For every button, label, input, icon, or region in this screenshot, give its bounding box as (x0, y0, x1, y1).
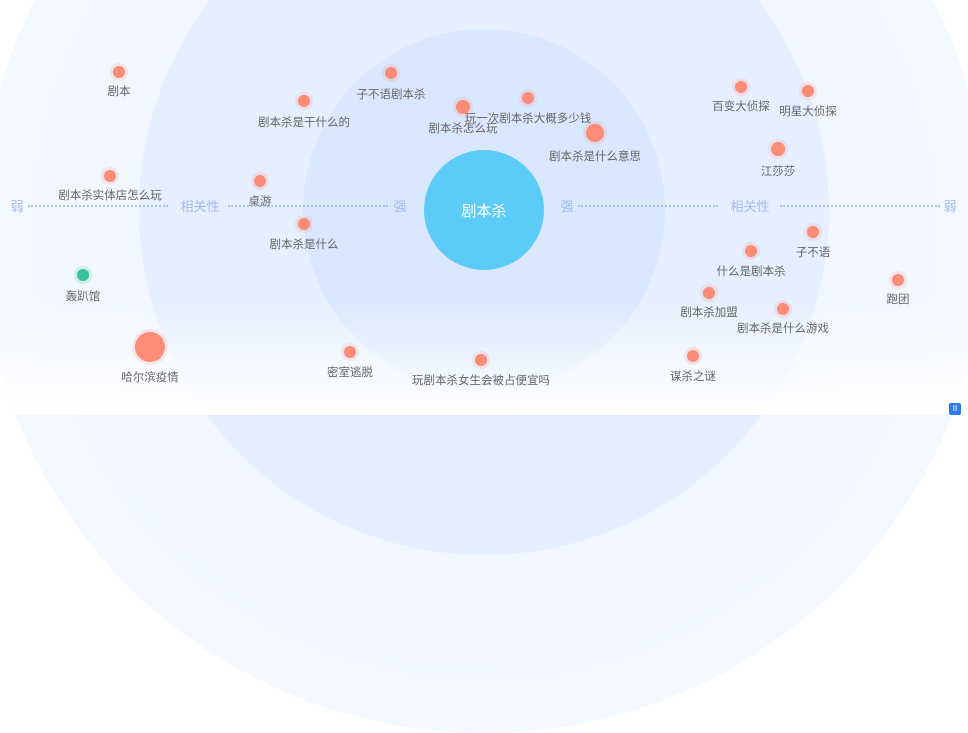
axis-line (780, 205, 940, 207)
keyword-node-dot[interactable] (777, 303, 789, 315)
keyword-node-dot[interactable] (77, 269, 89, 281)
keyword-node-dot[interactable] (344, 346, 356, 358)
keyword-node-label[interactable]: 剧本 (107, 84, 131, 98)
keyword-node-dot[interactable] (113, 66, 125, 78)
axis-label-strong-left: 强 (393, 200, 407, 215)
keyword-node-label[interactable]: 江莎莎 (760, 164, 796, 178)
keyword-node-label[interactable]: 剧本杀是什么游戏 (737, 321, 829, 335)
keyword-node-dot[interactable] (254, 175, 266, 187)
axis-label-weak-left: 弱 (10, 200, 24, 215)
keyword-node-label[interactable]: 剧本杀是什么意思 (549, 149, 641, 163)
keyword-node-label[interactable]: 剧本杀实体店怎么玩 (58, 188, 162, 202)
keyword-node-dot[interactable] (892, 274, 904, 286)
keyword-node-dot[interactable] (687, 350, 699, 362)
keyword-node-dot[interactable] (135, 332, 165, 362)
keyword-node-dot[interactable] (298, 95, 310, 107)
keyword-node-dot[interactable] (735, 81, 747, 93)
keyword-node-label[interactable]: 子不语剧本杀 (356, 87, 426, 101)
axis-label-strong-right: 强 (560, 200, 574, 215)
keyword-node-dot[interactable] (703, 287, 715, 299)
keyword-node-label[interactable]: 哈尔滨疫情 (121, 370, 179, 384)
keyword-node-label[interactable]: 玩剧本杀女生会被占便宜吗 (412, 373, 550, 387)
axis-line (28, 205, 168, 207)
keyword-node-label[interactable]: 玩一次剧本杀大概多少钱 (464, 111, 592, 125)
keyword-node-dot[interactable] (456, 100, 470, 114)
keyword-node-label[interactable]: 桌游 (248, 194, 272, 208)
axis-line (228, 205, 388, 207)
keyword-node-dot[interactable] (586, 124, 604, 142)
keyword-node-label[interactable]: 谋杀之谜 (670, 369, 716, 383)
keyword-node-dot[interactable] (745, 245, 757, 257)
axis-label-relevance-left: 相关性 (180, 200, 220, 215)
corner-button[interactable]: II (949, 403, 961, 415)
keyword-node-dot[interactable] (807, 226, 819, 238)
keyword-node-label[interactable]: 子不语 (795, 245, 831, 259)
keyword-node-label[interactable]: 跑团 (886, 292, 910, 306)
axis-line (578, 205, 718, 207)
keyword-node-label[interactable]: 轰趴馆 (65, 289, 101, 303)
keyword-node-label[interactable]: 明星大侦探 (779, 104, 837, 118)
keyword-node-label[interactable]: 剧本杀怎么玩 (428, 121, 498, 135)
keyword-node-dot[interactable] (475, 354, 487, 366)
axis-label-weak-right: 弱 (943, 200, 957, 215)
keyword-node-label[interactable]: 剧本杀是什么 (269, 237, 339, 251)
keyword-node-label[interactable]: 剧本杀加盟 (680, 305, 738, 319)
keyword-node-label[interactable]: 剧本杀是干什么的 (258, 115, 350, 129)
keyword-node-dot[interactable] (104, 170, 116, 182)
keyword-node-label[interactable]: 什么是剧本杀 (716, 264, 786, 278)
keyword-node-dot[interactable] (771, 142, 785, 156)
keyword-node-dot[interactable] (802, 85, 814, 97)
keyword-node-label[interactable]: 百变大侦探 (712, 99, 770, 113)
keyword-node-dot[interactable] (298, 218, 310, 230)
keyword-node-dot[interactable] (385, 67, 397, 79)
keyword-node-dot[interactable] (522, 92, 534, 104)
center-keyword[interactable]: 剧本杀 (424, 150, 544, 270)
keyword-node-label[interactable]: 密室逃脱 (327, 365, 373, 379)
axis-label-relevance-right: 相关性 (730, 200, 770, 215)
